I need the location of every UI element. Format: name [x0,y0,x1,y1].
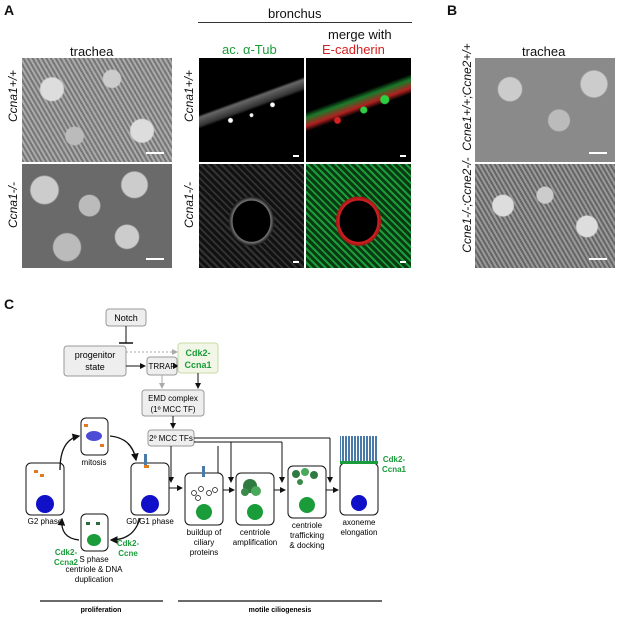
panel-a-col2-label: E-cadherin [322,42,385,57]
progenitor-label-2: state [85,362,105,372]
buildup-label-1: buildup of [187,528,222,537]
cilia-bundle [340,436,378,463]
sphase-label-1: S phase [79,555,109,564]
traff-label-2: trafficking [290,531,324,540]
cdk2-ccna1-label-1: Cdk2- [185,348,210,358]
proliferation-label: proliferation [81,607,122,614]
buildup-label-3: proteins [190,548,218,557]
motile-label: motile ciliogenesis [249,607,312,614]
sem-trachea-ccne-ko [475,164,615,268]
sphase-label-3: duplication [75,575,113,584]
trrap-label: TRRAP [148,362,175,371]
panel-b-trachea-title: trachea [522,44,566,59]
panel-a-merge-title: merge with [328,27,392,42]
fluo-merge-ccna1-ko [306,164,411,268]
scale-bar [400,155,406,157]
mcc2-label: 2º MCC TFs [149,434,193,443]
g2-cell [25,462,65,516]
traff-label-3: & docking [289,541,324,550]
cdk2-ccna2-label-2: Ccna2 [54,558,79,567]
fluo-tub-ccna1-ko [199,164,304,268]
buildup-label-2: ciliary [194,538,214,547]
sem-trachea-ccne-wt [475,58,615,162]
panel-a-letter: A [4,2,15,18]
cdk2-ccna1b-label-2: Ccna1 [382,465,407,474]
cdk2-ccne-label-1: Cdk2- [117,539,140,548]
progenitor-box [63,345,127,377]
panel-a-trachea-title: trachea [70,44,114,59]
sphase-label-2: centriole & DNA [66,565,124,574]
scale-bar [293,155,299,157]
emd-label-2: (1º MCC TF) [151,405,196,414]
mitosis-label: mitosis [82,458,107,467]
amp-label-1: centriole [240,528,271,537]
panel-c-letter: C [4,296,15,312]
axo-label-1: axoneme [343,518,376,527]
notch-label: Notch [114,313,138,323]
cdk2-ccne-label-2: Ccne [118,549,138,558]
axo-label-2: elongation [341,528,378,537]
sem-trachea-ccna1-wt [22,58,172,162]
cdk2-ccna1-label-2: Ccna1 [184,360,211,370]
bronchus-divider [198,22,412,23]
traff-label-1: centriole [292,521,323,530]
cdk2-ccna2-label-1: Cdk2- [55,548,78,557]
progenitor-label-1: progenitor [75,350,116,360]
g0g1-label: G0/G1 phase [126,517,174,526]
scale-bar [589,152,607,154]
fluo-merge-ccna1-wt [306,58,411,162]
cdk2-ccna1b-label-1: Cdk2- [383,455,406,464]
fluo-tub-ccna1-wt [199,58,304,162]
panel-a-bronchus-title: bronchus [268,6,322,21]
panel-b-letter: B [447,2,458,18]
scale-bar [146,152,164,154]
amp-label-2: amplification [233,538,277,547]
trafficking-cell [287,465,327,519]
g0g1-cell [130,462,170,516]
scale-bar [589,258,607,260]
emd-label-1: EMD complex [148,394,198,403]
scale-bar [146,258,164,260]
panel-a-col1-label: ac. α-Tub [222,42,277,57]
sem-trachea-ccna1-ko [22,164,172,268]
scale-bar [293,261,299,263]
scale-bar [400,261,406,263]
g2-label: G2 phase [28,517,63,526]
